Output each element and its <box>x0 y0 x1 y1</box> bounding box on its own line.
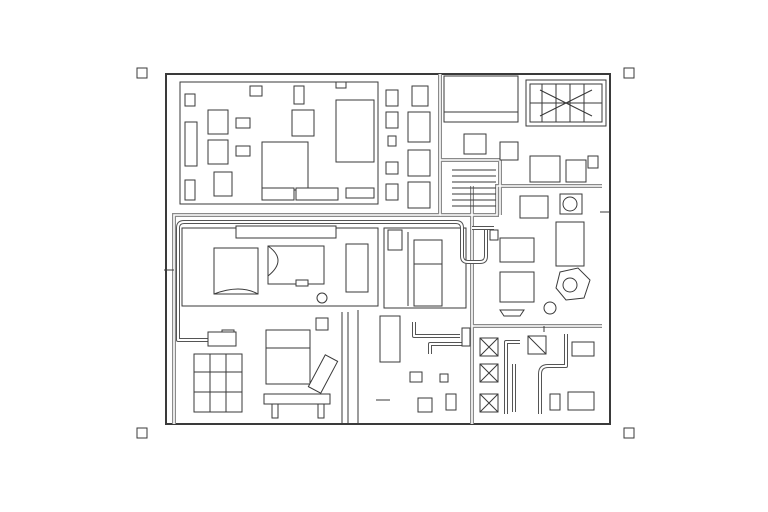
registration-mark-top-right <box>623 67 635 79</box>
room-bedroom <box>193 312 349 424</box>
room-living <box>164 225 379 307</box>
outer-boundary <box>165 73 611 425</box>
piping <box>176 220 568 414</box>
room-lounge <box>499 193 610 317</box>
registration-mark-bottom-right <box>623 427 635 439</box>
registration-mark-top-left <box>136 67 148 79</box>
room-office <box>179 81 379 205</box>
room-utility <box>357 310 457 424</box>
registration-mark-bottom-left <box>136 427 148 439</box>
room-kitchen <box>383 227 467 309</box>
room-mechanical <box>443 75 607 207</box>
room-bathrooms <box>479 326 595 413</box>
room-storage-column <box>385 85 431 209</box>
registration-marks <box>136 67 635 439</box>
fixtures <box>207 229 499 347</box>
